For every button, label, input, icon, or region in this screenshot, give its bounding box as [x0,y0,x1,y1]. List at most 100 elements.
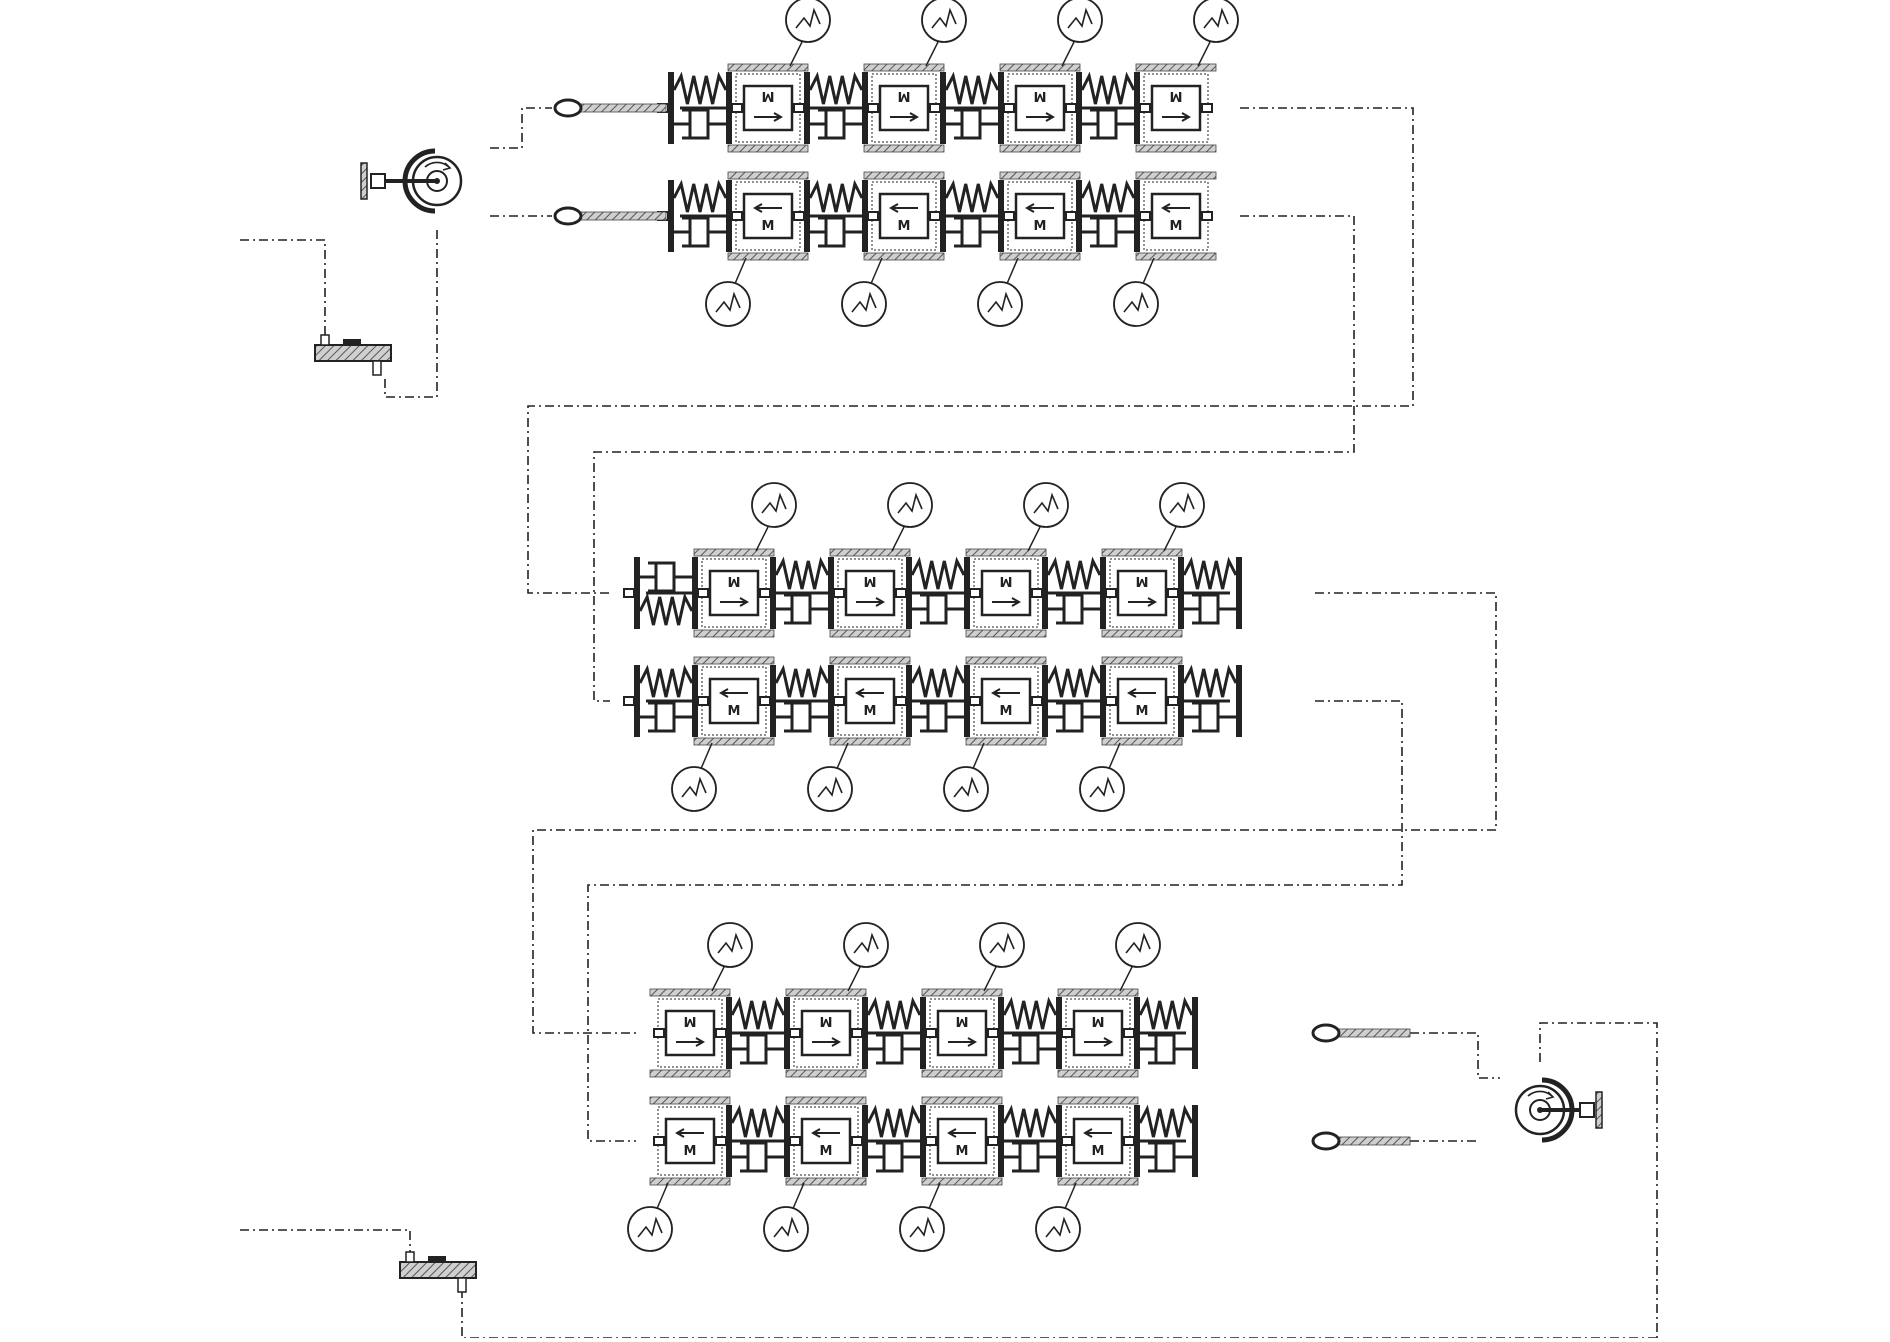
mass-body [664,1009,716,1057]
bottom-guide [1101,629,1183,638]
bottom-guide [1057,1069,1139,1078]
axis-connector [987,1028,999,1038]
mass-label: M [1092,1144,1105,1159]
right-plate [964,665,970,737]
ground-anchor [360,162,368,200]
axis-connector [1167,696,1179,706]
left-plate [1076,180,1082,252]
right-plate [862,180,868,252]
axis-connector [833,588,845,598]
tensioner-port [320,334,330,346]
spring [1138,996,1194,1030]
sensor-circle [843,922,889,968]
sensor-circle [1115,922,1161,968]
spring [1080,179,1136,213]
damper [674,108,726,140]
sensor-circle [979,922,1025,968]
top-guide [1135,63,1217,72]
top-guide [999,63,1081,72]
arrow-right-icon [890,112,920,122]
sensor-circle [751,482,797,528]
spring-damper [793,71,868,144]
spring [1002,1104,1058,1138]
waveform [717,932,743,954]
sensor-icon [1035,1182,1081,1252]
spring [638,664,694,698]
mass-label: M [1092,1013,1105,1028]
rope [1337,1028,1411,1038]
sensor-icon [807,742,853,812]
axis-connector [1139,103,1151,113]
top-guide [693,548,775,557]
arrow-right-icon [1026,112,1056,122]
bottom-guide [999,252,1081,261]
spring-damper [929,71,1004,144]
sensor-icon [707,922,753,992]
arrow-right-icon [812,1037,842,1047]
top-guide [727,171,809,180]
sensor-circle [671,766,717,812]
mass-body [936,1009,988,1057]
top-guide [921,988,1003,997]
sensor-lead [1141,257,1155,287]
sensor-lead [789,37,805,67]
axis-connector [1123,1028,1135,1038]
spring [1002,996,1058,1030]
mass-label: M [864,704,877,719]
sensor-icon [841,257,887,327]
left-plate [804,72,810,144]
waveform [931,7,957,29]
left-plate [668,72,674,144]
sensor-circle [977,281,1023,327]
spring-damper [851,996,926,1069]
spring-damper [1031,664,1106,737]
bottom-guide [1135,252,1217,261]
damper [732,1033,784,1065]
top-guide [785,988,867,997]
axis-connector [715,1028,727,1038]
sensor-circle [705,281,751,327]
arrow-left-icon [888,203,918,213]
bottom-guide [999,144,1081,153]
mass-body [1072,1009,1124,1057]
axis-connector [759,696,771,706]
mass-label: M [1170,88,1183,103]
arrow-left-icon [752,203,782,213]
left-plate [862,997,868,1069]
damper [912,701,964,733]
top-guide [727,63,809,72]
mass-label: M [728,704,741,719]
spring [672,71,728,105]
mass-body [708,677,760,725]
mass-block: M [1057,988,1139,1078]
link-pulley-upper [490,107,552,149]
axis-connector [1003,103,1015,113]
right-plate [862,72,868,144]
mass-block: M [727,171,809,261]
sensor-icon [887,482,933,552]
link-input-1 [240,239,326,335]
right-plate [1100,665,1106,737]
mass-label: M [1000,573,1013,588]
damper [1140,1033,1192,1065]
bottom-guide [1135,144,1217,153]
mass-body [980,677,1032,725]
top-guide [649,988,731,997]
left-plate [770,665,776,737]
mass-body [1072,1117,1124,1165]
damper [810,216,862,248]
top-guide [1101,656,1183,665]
axis-connector [929,103,941,113]
mass-block: M [649,1096,731,1186]
damper [732,1141,784,1173]
axis-connector [731,103,743,113]
sensor-lead [1197,37,1213,67]
axis-connector [715,1136,727,1146]
sensor-lead [891,522,907,552]
tensioner-rod [457,1277,467,1293]
spring [1138,1104,1194,1138]
mass-label: M [864,573,877,588]
damper [1004,1141,1056,1173]
arrow-right-icon [754,112,784,122]
